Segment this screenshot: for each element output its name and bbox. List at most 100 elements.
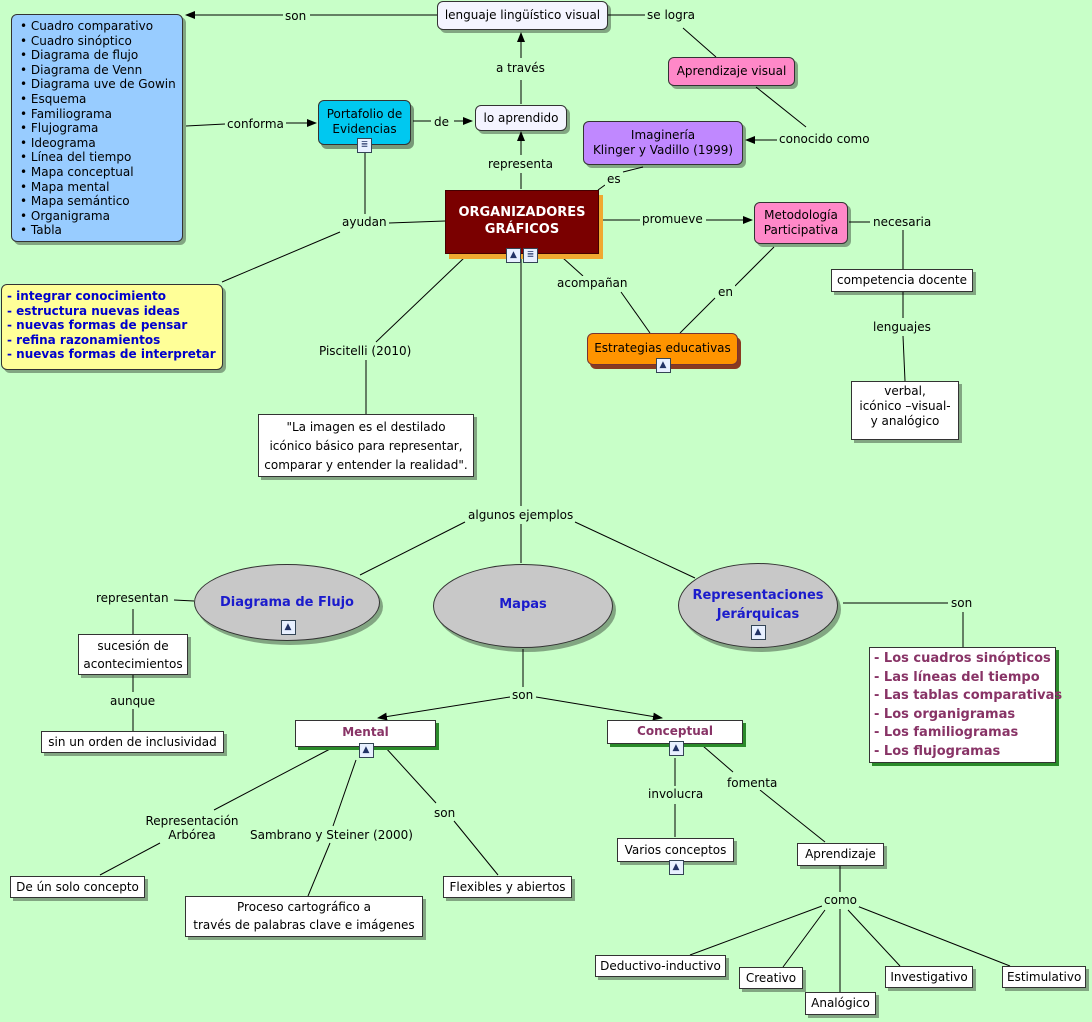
- tools-list: • Cuadro comparativo• Cuadro sinóptico• …: [20, 19, 182, 238]
- estimulativo-label: Estimulativo: [1007, 970, 1082, 984]
- label-aunque: aunque: [108, 694, 158, 708]
- aprendizaje-node: Aprendizaje: [797, 843, 884, 866]
- metodologia-label-2: Participativa: [763, 223, 839, 237]
- aprendizaje-visual-node: Aprendizaje visual: [668, 57, 795, 86]
- label-se-logra: se logra: [645, 8, 698, 22]
- cita-line-2: icónico básico para representar,: [269, 439, 463, 453]
- representaciones-label-1: Representaciones: [692, 588, 824, 603]
- image-icon[interactable]: ▲: [668, 860, 684, 875]
- label-fomenta: fomenta: [725, 776, 780, 790]
- competencia-label: competencia docente: [836, 273, 968, 287]
- label-representa: representa: [486, 157, 556, 171]
- investigativo-node: Investigativo: [885, 966, 973, 988]
- diagrama-flujo-label: Diagrama de Flujo: [220, 595, 354, 610]
- sucesion-node: sucesión de acontecimientos: [78, 634, 188, 675]
- imagineria-author: Klinger y Vadillo (1999): [592, 143, 734, 157]
- representaciones-label-2: Jerárquicas: [716, 607, 800, 622]
- deductivo-node: Deductivo-inductivo: [595, 955, 726, 977]
- image-icon[interactable]: ▲: [280, 620, 296, 635]
- proceso-line-1: Proceso cartográfico a: [237, 900, 371, 914]
- cita-line-1: "La imagen es el destilado: [286, 420, 446, 434]
- mapas-node[interactable]: Mapas: [433, 564, 613, 648]
- lo-aprendido-label: lo aprendido: [483, 111, 559, 125]
- analogico-node: Analógico: [805, 992, 876, 1015]
- label-sambrano: Sambrano y Steiner (2000): [248, 828, 415, 842]
- competencia-node: competencia docente: [831, 269, 973, 292]
- tool-list-item: • Diagrama uve de Gowin: [20, 77, 176, 92]
- cita-node: "La imagen es el destilado icónico básic…: [258, 414, 474, 477]
- tool-list-item: • Ideograma: [20, 135, 96, 150]
- lenguaje-label: lenguaje lingüístico visual: [444, 8, 601, 22]
- ayudan-list: - integrar conocimiento- estructura nuev…: [7, 289, 222, 362]
- deductivo-label: Deductivo-inductivo: [600, 959, 721, 973]
- estimulativo-node: Estimulativo: [1002, 966, 1086, 988]
- document-icon[interactable]: ≣: [357, 138, 372, 153]
- tool-list-item: • Esquema: [20, 91, 87, 106]
- label-de: de: [432, 115, 451, 129]
- lenguajes-line-3: y analógico: [870, 414, 940, 428]
- analogico-label: Analógico: [811, 996, 870, 1010]
- estrategias-node[interactable]: Estrategias educativas: [587, 333, 738, 365]
- mental-attachments: ▲: [357, 743, 375, 758]
- label-son-right: son: [949, 596, 975, 610]
- jerarquica-list-item: - Las tablas comparativas: [874, 688, 1063, 704]
- jerarquica-list-item: - Los familiogramas: [874, 725, 1019, 741]
- de-un-solo-node: De ún solo concepto: [10, 876, 145, 898]
- conceptual-node[interactable]: Conceptual: [607, 720, 743, 744]
- lenguajes-line-1: verbal,: [884, 384, 926, 398]
- image-icon[interactable]: ▲: [750, 625, 766, 640]
- sucesion-line-2: acontecimientos: [83, 657, 183, 671]
- tool-list-item: • Mapa semántico: [20, 194, 130, 209]
- aprendizaje-label: Aprendizaje: [805, 847, 876, 861]
- tool-list-item: • Cuadro comparativo: [20, 19, 154, 33]
- tools-list-box: • Cuadro comparativo• Cuadro sinóptico• …: [11, 14, 183, 242]
- label-acompanan: acompañan: [555, 276, 630, 290]
- sucesion-line-1: sucesión de: [97, 639, 169, 653]
- label-en: en: [716, 285, 735, 299]
- conceptual-attachments: ▲: [667, 741, 685, 756]
- tool-list-item: • Mapa conceptual: [20, 164, 134, 179]
- diagrama-flujo-attachments: ▲: [279, 620, 297, 635]
- tool-list-item: • Tabla: [20, 223, 62, 238]
- tool-list-item: • Línea del tiempo: [20, 150, 132, 165]
- tool-list-item: • Diagrama de Venn: [20, 62, 143, 77]
- label-son-mapas: son: [510, 688, 536, 702]
- varios-attachments: ▲: [667, 860, 685, 875]
- portafolio-attachments: ≣: [356, 138, 372, 153]
- image-icon[interactable]: ▲: [668, 741, 684, 756]
- tool-list-item: • Mapa mental: [20, 179, 110, 194]
- tool-list-item: • Familiograma: [20, 106, 113, 121]
- organizadores-node[interactable]: ORGANIZADORES GRÁFICOS: [445, 190, 599, 254]
- image-icon[interactable]: ▲: [506, 248, 521, 263]
- organizadores-title-1: ORGANIZADORES: [458, 205, 586, 220]
- label-son-mental: son: [432, 806, 458, 820]
- document-icon[interactable]: ≣: [523, 248, 538, 263]
- ayudan-list-box: - integrar conocimiento- estructura nuev…: [1, 284, 223, 370]
- representaciones-attachments: ▲: [749, 625, 767, 640]
- sin-orden-node: sin un orden de inclusividad: [41, 731, 224, 753]
- label-lenguajes: lenguajes: [871, 320, 933, 334]
- label-representacion-2: Arbórea: [168, 828, 216, 842]
- investigativo-label: Investigativo: [890, 970, 968, 984]
- estrategias-label: Estrategias educativas: [594, 341, 731, 355]
- jerarquica-list-item: - Las líneas del tiempo: [874, 669, 1040, 685]
- label-necesaria: necesaria: [871, 215, 934, 229]
- portafolio-node[interactable]: Portafolio de Evidencias: [318, 100, 411, 145]
- lenguajes-node: verbal, icónico –visual- y analógico: [851, 381, 959, 440]
- cita-line-3: comparar y entender la realidad".: [264, 458, 468, 472]
- tool-list-item: • Cuadro sinóptico: [20, 33, 132, 48]
- imagineria-node: Imaginería Klinger y Vadillo (1999): [583, 121, 743, 165]
- image-icon[interactable]: ▲: [358, 743, 374, 758]
- label-involucra: involucra: [646, 787, 706, 801]
- sin-orden-label: sin un orden de inclusividad: [48, 735, 217, 749]
- image-icon[interactable]: ▲: [655, 358, 671, 373]
- lenguajes-line-2: icónico –visual-: [859, 399, 951, 413]
- jerarquica-list-item: - Los flujogramas: [874, 743, 1001, 759]
- mental-node[interactable]: Mental: [295, 720, 436, 747]
- estrategias-attachments: ▲: [654, 358, 672, 373]
- metodologia-node[interactable]: Metodología Participativa: [754, 202, 848, 244]
- tool-list-item: • Diagrama de flujo: [20, 48, 139, 63]
- ayudan-list-item: - nuevas formas de interpretar: [7, 347, 216, 362]
- jerarquicas-list: - Los cuadros sinópticos- Las líneas del…: [874, 650, 1063, 762]
- portafolio-label-2: Evidencias: [332, 122, 397, 136]
